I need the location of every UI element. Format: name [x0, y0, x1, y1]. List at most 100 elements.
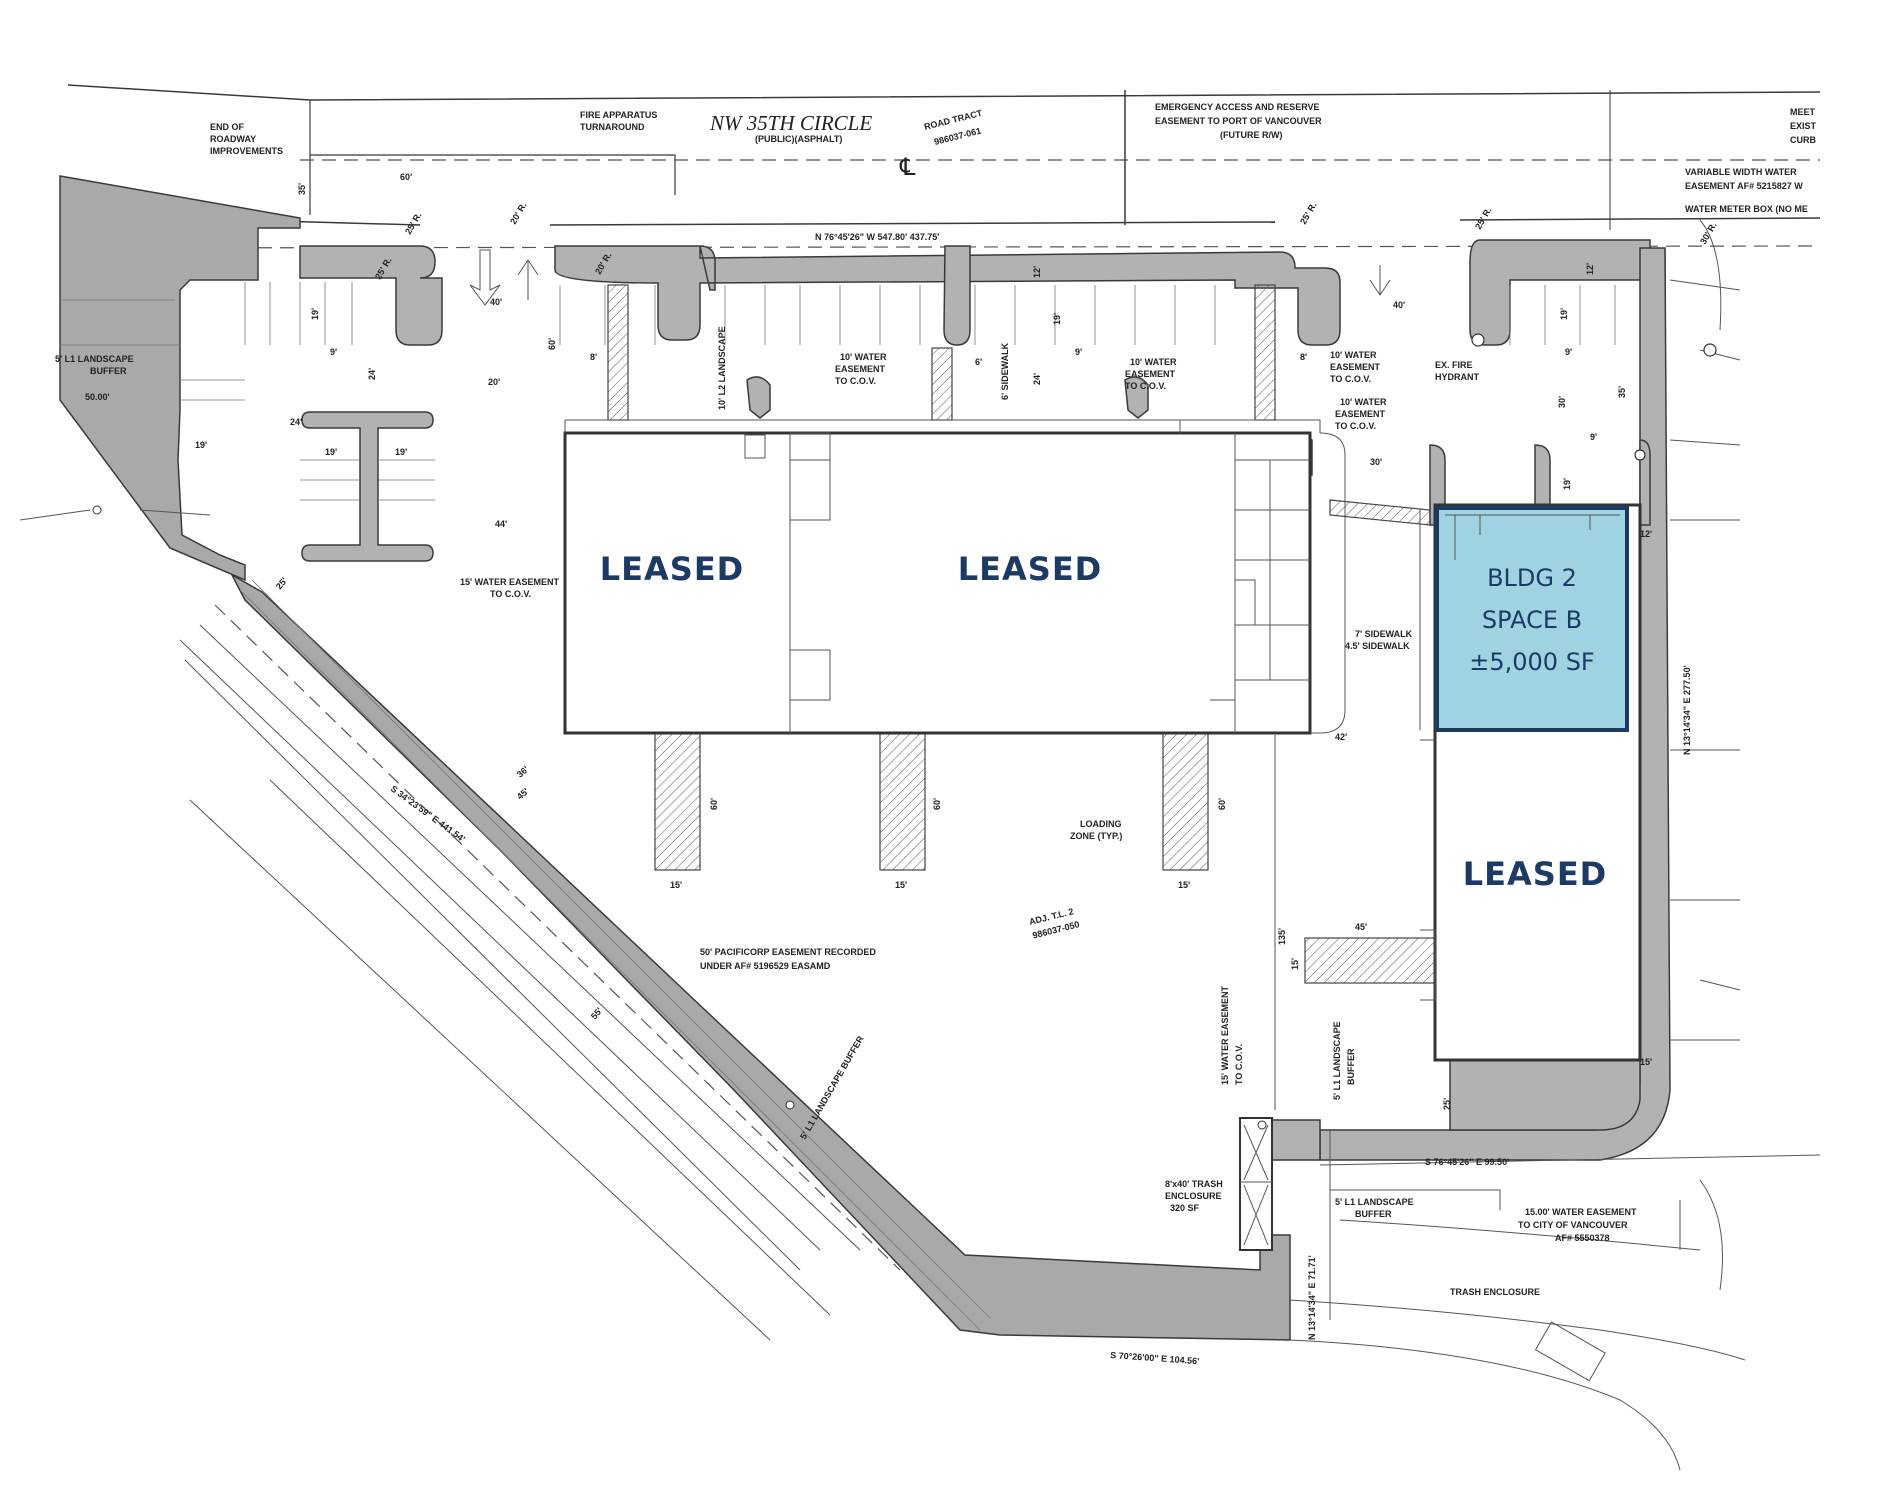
dim-r20-a: 20' R.	[508, 201, 528, 226]
dim-35-top: 35'	[297, 183, 307, 195]
leased-label-unit-3: LEASED	[1463, 855, 1607, 893]
note-dim-50: 50.00'	[85, 392, 110, 402]
dim-19-f: 19'	[1559, 308, 1569, 320]
fire-hydrant-icon	[1471, 333, 1485, 347]
h-shaped-parking-island	[301, 411, 434, 562]
dim-60: 60'	[400, 172, 412, 182]
street-surface: (PUBLIC)(ASPHALT)	[755, 134, 842, 144]
hatched-areas	[607, 284, 1436, 1251]
dim-15-d: 15'	[1290, 958, 1300, 970]
dim-36: 36'	[515, 764, 531, 779]
dim-25-b: 25'	[1442, 1098, 1452, 1110]
road-row-lines	[59, 84, 1821, 249]
dim-19-g: 19'	[1562, 478, 1572, 490]
utility-node-icon	[1257, 1120, 1267, 1130]
dim-19-c: 19'	[195, 440, 207, 450]
space-b-area: ±5,000 SF	[1469, 648, 1594, 676]
southwest-landscape-buffer	[19, 509, 1291, 1341]
dim-42: 42'	[1335, 732, 1347, 742]
dim-r25-a: 25' R.	[403, 211, 423, 236]
dim-15-c: 15'	[1178, 880, 1190, 890]
water-meter-icon	[1703, 343, 1717, 357]
centerline-symbol: ℄	[899, 153, 916, 181]
traffic-arrow-icon	[469, 249, 501, 306]
utility-node-icon	[1634, 449, 1646, 461]
dim-40-a: 40'	[490, 297, 502, 307]
note-bearing-right: N 13°14'34" E 277.50'	[1682, 665, 1692, 755]
note-sidewalk-6: 6' SIDEWALK	[1000, 342, 1010, 400]
dim-24-a: 24'	[290, 417, 302, 427]
utility-node-icon	[92, 505, 102, 515]
dim-30-b: 30'	[1557, 396, 1567, 408]
dim-24-c: 24'	[1032, 373, 1042, 385]
dim-19-e: 19'	[1052, 313, 1062, 325]
street-labels: NW 35TH CIRCLE (PUBLIC)(ASPHALT) ROAD TR…	[709, 108, 984, 181]
dim-45-a: 45'	[515, 786, 531, 801]
note-bearing-s76: S 76°45'26" E 99.50'	[1425, 1157, 1509, 1167]
note-adj-tl: ADJ. T.L. 2986037-050	[1028, 906, 1080, 941]
dim-60-load-3: 60'	[1217, 798, 1227, 810]
dim-12-a: 12'	[1032, 266, 1042, 278]
dim-15-a: 15'	[670, 880, 682, 890]
site-symbols	[92, 249, 1717, 1130]
note-bearing-n13: N 13°14'34" E 71.71'	[1307, 1255, 1317, 1340]
dim-15-b: 15'	[895, 880, 907, 890]
note-trash-enclosure: TRASH ENCLOSURE	[1450, 1287, 1540, 1297]
dim-60-load-1: 60'	[709, 798, 719, 810]
leased-label-unit-2: LEASED	[958, 550, 1102, 588]
dim-17-a: 15'	[1640, 1057, 1652, 1067]
dim-19-a: 19'	[325, 447, 337, 457]
dim-9-d: 9'	[1590, 432, 1597, 442]
building-1	[563, 419, 1346, 735]
note-bearing-s70: S 70°26'00" E 104.56'	[1110, 1350, 1200, 1366]
dim-12-b: 12'	[1585, 263, 1595, 275]
street-name: NW 35TH CIRCLE	[709, 111, 872, 135]
note-water-meter: WATER METER BOX (NO ME	[1685, 204, 1808, 214]
dim-55: 55'	[589, 1006, 604, 1022]
space-b-highlight[interactable]: BLDG 2 SPACE B ±5,000 SF	[1435, 506, 1629, 732]
dim-60-load-2: 60'	[932, 798, 942, 810]
dim-40-b: 40'	[1393, 300, 1405, 310]
dim-24-b: 24'	[367, 368, 377, 380]
dim-9-a: 9'	[330, 347, 337, 357]
dim-9-c: 9'	[1565, 347, 1572, 357]
leased-label-unit-1: LEASED	[600, 550, 744, 588]
dim-6-a: 6'	[975, 357, 982, 367]
dim-20: 20'	[488, 377, 500, 387]
dim-30: 30'	[1370, 457, 1382, 467]
dim-19-d: 19'	[310, 308, 320, 320]
dim-r25-c: 25' R.	[1473, 206, 1493, 231]
traffic-arrow-icon	[1369, 265, 1391, 296]
note-l2-landscape: 10' L2 LANDSCAPE	[717, 326, 727, 410]
space-b-building: BLDG 2	[1487, 564, 1577, 592]
dim-12-c: 12'	[1640, 529, 1652, 539]
dim-35-b: 35'	[1617, 386, 1627, 398]
parking-stalls	[180, 282, 1616, 501]
dim-25-a: 25'	[274, 576, 289, 592]
dim-19-b: 19'	[395, 447, 407, 457]
dim-135: 135'	[1277, 928, 1287, 945]
dim-44: 44'	[495, 519, 507, 529]
dim-8-a: 8'	[590, 352, 597, 362]
note-landscape-diag: 5' L1 LANDSCAPE BUFFER	[798, 1034, 866, 1141]
property-lines	[1274, 219, 1821, 1471]
traffic-arrow-icon	[517, 259, 539, 300]
